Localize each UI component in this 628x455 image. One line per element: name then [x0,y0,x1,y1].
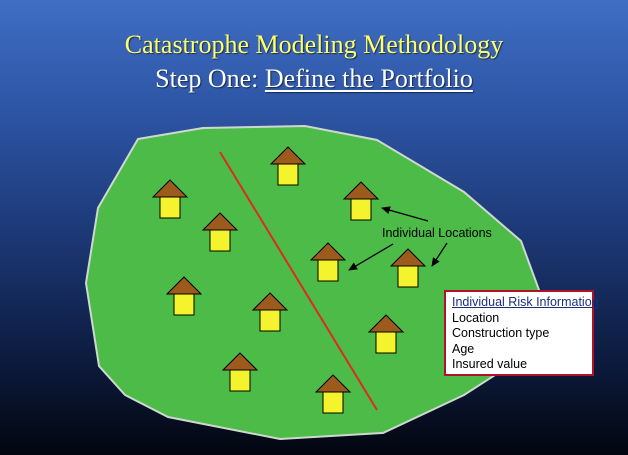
risk-info-item: Location [452,310,500,325]
house-roof [201,212,239,231]
arrow-icon [431,242,448,267]
house-body [375,331,397,354]
house-body [173,293,195,316]
house-icon [367,314,405,354]
slide-subtitle: Step One: Define the Portfolio [0,64,628,94]
arrows [348,206,448,271]
house-body [350,198,372,221]
arrow-icon [348,243,394,271]
individual-locations-label: Individual Locations [382,226,492,240]
house-roof [151,179,189,198]
house-roof [342,181,380,200]
risk-info-item: Insured value [452,357,528,371]
house-roof [389,248,427,267]
house-icon [389,248,427,288]
risk-info-heading: Individual Risk Information [452,295,599,309]
divider-line [219,151,378,411]
house-icon [221,352,259,392]
portfolio-region [84,124,541,441]
house-body [397,265,419,288]
house-body [159,196,181,219]
house-icon [309,242,347,282]
house-icon [165,276,203,316]
house-icon [342,181,380,221]
house-icon [201,212,239,252]
house-roof [269,146,307,165]
risk-info-box: Individual Risk Information Location Con… [444,290,599,376]
house-roof [367,314,405,333]
subtitle-emphasis: Define the Portfolio [264,64,473,93]
house-roof [165,276,203,295]
house-body [322,391,344,414]
subtitle-prefix: Step One: [155,64,265,93]
house-body [209,229,231,252]
house-roof [221,352,259,371]
house-body [259,309,281,332]
house-icon [269,146,307,186]
house-roof [314,374,352,393]
risk-info-item: Age [452,341,475,356]
house-body [229,369,251,392]
house-roof [309,242,347,261]
house-icon [151,179,189,219]
house-body [277,163,299,186]
house-body [317,259,339,282]
house-icon [251,292,289,332]
house-roof [251,292,289,311]
arrow-icon [381,206,429,222]
risk-info-item: Construction type [452,326,550,340]
slide-title: Catastrophe Modeling Methodology [124,30,504,59]
house-icon [314,374,352,414]
